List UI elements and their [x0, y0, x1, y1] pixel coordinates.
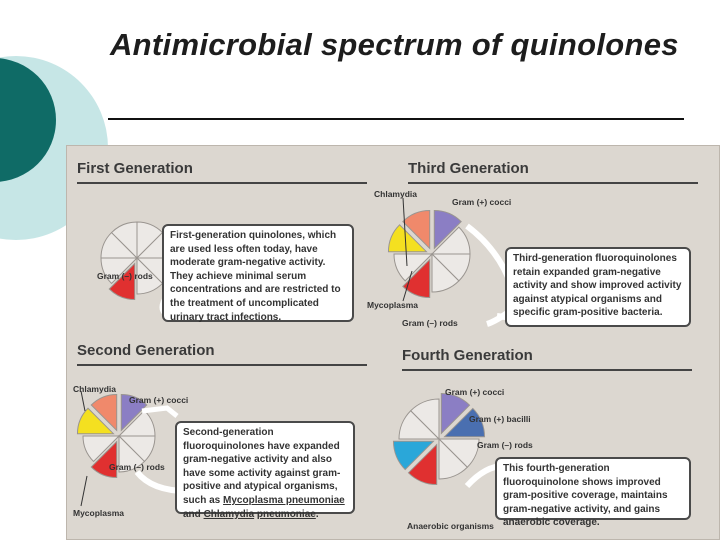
third-generation-wheel: [387, 209, 471, 299]
wheel-segment: [440, 392, 471, 435]
second-gen-label-gram-pos-cocci: Gram (+) cocci: [129, 395, 189, 405]
fourth-generation-rule: [402, 369, 692, 371]
wheel-segment: [433, 209, 462, 250]
wheel-segment: [110, 221, 138, 260]
third-gen-label-mycoplasma: Mycoplasma: [367, 300, 419, 310]
third-gen-mycoplasma-leader: [402, 270, 413, 302]
slide-title: Antimicrobial spectrum of quinolones: [110, 27, 679, 62]
wheel-segment: [431, 252, 460, 293]
second-gen-label-mycoplasma: Mycoplasma: [73, 508, 125, 518]
first-generation-rule: [77, 182, 367, 184]
second-gen-org-chlamydia: Chlamydia: [203, 508, 255, 520]
wheel-segment: [402, 209, 431, 250]
third-gen-chlamydia-leader: [402, 197, 408, 267]
fourth-gen-label-gram-pos-cocci: Gram (+) cocci: [445, 387, 505, 397]
fourth-gen-label-anaerobic: Anaerobic organisms: [407, 521, 494, 531]
second-generation-wheel: [76, 393, 156, 479]
first-gen-label-gram-neg-rods: Gram (–) rods: [97, 271, 153, 281]
wheel-segment: [90, 393, 118, 432]
wheel-segment: [392, 440, 435, 471]
wheel-segment: [76, 407, 115, 435]
first-generation-callout: First-generation quinolones, which are u…: [162, 224, 354, 323]
second-gen-arrow-top: [141, 405, 179, 418]
fourth-gen-label-gram-pos-bacilli: Gram (+) bacilli: [469, 414, 531, 424]
second-gen-text-end: .: [315, 508, 319, 520]
title-underline: [108, 118, 684, 120]
fourth-generation-wheel: [392, 392, 486, 486]
second-generation-heading: Second Generation: [77, 342, 215, 359]
wheel-segment: [387, 224, 428, 253]
second-gen-chlamydia-leader: [80, 390, 86, 412]
wheel-segment: [407, 443, 438, 486]
dark-teal-circle: [0, 58, 56, 182]
wheel-segment: [90, 440, 118, 479]
third-generation-rule: [408, 182, 698, 184]
wheel-segment: [402, 258, 431, 299]
third-gen-label-gram-neg-rods: Gram (–) rods: [402, 318, 458, 328]
fourth-generation-callout: This fourth-generation fluoroquinolone s…: [495, 457, 691, 528]
second-gen-org-mycoplasma: Mycoplasma pneumoniae: [223, 494, 345, 506]
wheel-segment: [108, 262, 136, 301]
second-gen-label-chlamydia: Chlamydia: [73, 384, 116, 394]
wheel-segment: [393, 253, 434, 282]
wheel-segment: [438, 437, 468, 480]
second-gen-mycoplasma-leader: [80, 475, 88, 507]
second-generation-rule: [77, 364, 367, 366]
wheel-segment: [82, 435, 121, 463]
wheel-segment: [118, 434, 146, 473]
second-gen-label-gram-neg-rods: Gram (–) rods: [109, 462, 165, 472]
second-gen-text-mid: and: [183, 508, 204, 520]
fourth-gen-label-gram-neg-rods: Gram (–) rods: [477, 440, 533, 450]
third-gen-label-gram-pos-cocci: Gram (+) cocci: [452, 197, 512, 207]
first-generation-wheel: [100, 221, 174, 301]
third-generation-callout: Third-generation fluoroquinolones retain…: [505, 247, 691, 327]
wheel-segment: [120, 393, 148, 432]
second-gen-org-pneumoniae: pneumoniae: [256, 508, 316, 520]
second-gen-text-lead: Second-generation fluoroquinolones have …: [183, 427, 341, 506]
wheel-segment: [410, 398, 440, 441]
second-generation-callout: Second-generation fluoroquinolones have …: [175, 421, 355, 520]
third-gen-label-chlamydia: Chlamydia: [374, 189, 417, 199]
wheel-segment: [443, 407, 486, 438]
generations-figure: First Generation Third Generation Second…: [66, 145, 720, 540]
third-generation-heading: Third Generation: [408, 160, 529, 177]
first-generation-heading: First Generation: [77, 160, 193, 177]
fourth-generation-heading: Fourth Generation: [402, 347, 533, 364]
